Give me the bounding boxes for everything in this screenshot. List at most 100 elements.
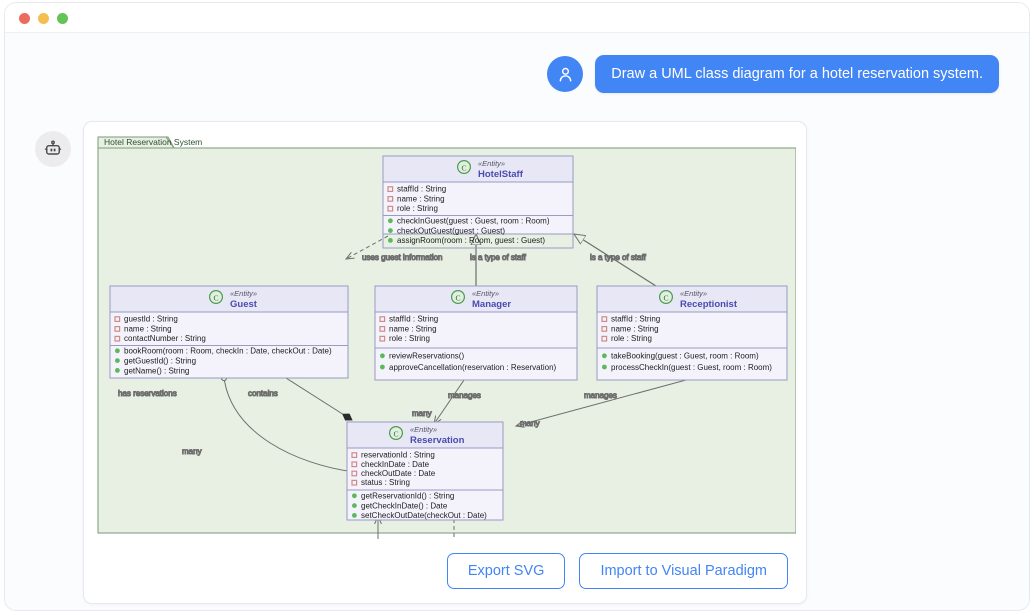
class-stereotype: «Entity» bbox=[230, 289, 257, 298]
attribute-marker-icon bbox=[351, 479, 358, 486]
assistant-message-row: Hotel Reservation System uses guest info… bbox=[35, 121, 807, 604]
attribute: name : String bbox=[124, 324, 172, 333]
attribute: guestId : String bbox=[124, 315, 178, 324]
frame-label: Hotel Reservation System bbox=[104, 137, 202, 147]
class-marker-icon bbox=[658, 290, 673, 305]
uml-class-diagram: Hotel Reservation System uses guest info… bbox=[97, 136, 796, 539]
class-marker-icon bbox=[451, 290, 466, 305]
attribute-marker-icon bbox=[601, 316, 608, 323]
edge-label-contains: contains bbox=[248, 389, 278, 398]
attribute: staffId : String bbox=[389, 315, 438, 324]
diagram-action-bar: Export SVG Import to Visual Paradigm bbox=[96, 553, 794, 589]
method: approveCancellation(reservation : Reserv… bbox=[389, 363, 557, 372]
class-box-guest[interactable]: C «Entity» Guest guestId : String name :… bbox=[109, 285, 349, 379]
edge-contains bbox=[285, 377, 352, 420]
window-close-button[interactable] bbox=[19, 13, 30, 24]
uml-diagram-canvas[interactable]: Hotel Reservation System uses guest info… bbox=[96, 134, 796, 539]
edge-receptionist-manages bbox=[516, 379, 687, 426]
method: setCheckOutDate(checkOut : Date) bbox=[361, 511, 487, 520]
method: processCheckIn(guest : Guest, room : Roo… bbox=[611, 363, 772, 372]
attribute-marker-icon bbox=[114, 326, 121, 332]
method-marker-icon bbox=[115, 358, 120, 363]
method: checkOutGuest(guest : Guest) bbox=[397, 226, 505, 235]
edge-label-receptionist-isa: is a type of staff bbox=[590, 253, 647, 262]
method: bookRoom(room : Room, checkIn : Date, ch… bbox=[124, 347, 332, 356]
class-box-manager[interactable]: C «Entity» Manager staffId : String name… bbox=[374, 285, 578, 381]
class-name-guest: Guest bbox=[230, 299, 258, 310]
mult-has-reservations: many bbox=[182, 447, 202, 456]
class-name-hotelstaff: HotelStaff bbox=[478, 169, 524, 180]
attribute: role : String bbox=[611, 334, 652, 343]
attribute: role : String bbox=[397, 204, 438, 213]
class-name-receptionist: Receptionist bbox=[680, 299, 738, 310]
method-marker-icon bbox=[115, 348, 120, 354]
mult-receptionist-many: many bbox=[520, 419, 540, 428]
class-marker-letter: C bbox=[461, 163, 466, 172]
method-marker-icon bbox=[380, 353, 385, 359]
attribute-marker-icon bbox=[387, 205, 394, 212]
method-marker-icon bbox=[388, 218, 393, 224]
class-name-reservation: Reservation bbox=[410, 435, 465, 446]
attribute: name : String bbox=[389, 324, 437, 333]
window-maximize-button[interactable] bbox=[57, 13, 68, 24]
class-marker-letter: C bbox=[393, 429, 398, 438]
user-message-bubble: Draw a UML class diagram for a hotel res… bbox=[595, 55, 999, 93]
method-marker-icon bbox=[388, 228, 393, 233]
class-marker-icon bbox=[389, 426, 404, 441]
class-box-reservation[interactable]: C «Entity» Reservation reservationId : S… bbox=[346, 421, 504, 521]
method: takeBooking(guest : Guest, room : Room) bbox=[611, 352, 759, 361]
class-marker-icon bbox=[457, 160, 472, 175]
method-marker-icon bbox=[602, 353, 607, 359]
method-marker-icon bbox=[352, 503, 357, 508]
method: getReservationId() : String bbox=[361, 492, 454, 501]
edge-label-receptionist-manages: manages bbox=[584, 391, 617, 400]
attribute-marker-icon bbox=[351, 470, 358, 477]
window-minimize-button[interactable] bbox=[38, 13, 49, 24]
class-marker-letter: C bbox=[663, 293, 668, 302]
class-stereotype: «Entity» bbox=[410, 425, 437, 434]
attribute: name : String bbox=[611, 324, 659, 333]
method-marker-icon bbox=[602, 364, 607, 370]
class-box-hotelstaff[interactable]: C «Entity» HotelStaff staffId : String n… bbox=[382, 155, 574, 249]
edge-has-reservations bbox=[220, 374, 355, 473]
attribute: reservationId : String bbox=[361, 451, 435, 460]
attribute-marker-icon bbox=[601, 335, 608, 342]
method-marker-icon bbox=[115, 368, 120, 373]
attribute-marker-icon bbox=[351, 452, 358, 458]
attribute: status : String bbox=[361, 478, 410, 487]
chat-area: Draw a UML class diagram for a hotel res… bbox=[5, 33, 1029, 610]
edge-label-manager-isa: is a type of staff bbox=[470, 253, 527, 262]
class-stereotype: «Entity» bbox=[680, 289, 707, 298]
import-visual-paradigm-button[interactable]: Import to Visual Paradigm bbox=[579, 553, 788, 589]
export-svg-button[interactable]: Export SVG bbox=[446, 553, 566, 589]
attribute: name : String bbox=[397, 194, 445, 203]
attribute-marker-icon bbox=[379, 335, 386, 342]
attribute: staffId : String bbox=[397, 185, 446, 194]
robot-icon bbox=[44, 140, 62, 155]
attribute: staffId : String bbox=[611, 315, 660, 324]
attribute-marker-icon bbox=[387, 186, 394, 192]
attribute: checkInDate : Date bbox=[361, 460, 430, 469]
person-icon bbox=[559, 67, 572, 82]
attribute-marker-icon bbox=[387, 195, 394, 202]
method: getCheckInDate() : Date bbox=[361, 501, 448, 510]
edge-label-uses-guest-information: uses guest information bbox=[362, 253, 443, 262]
method: checkInGuest(guest : Guest, room : Room) bbox=[397, 217, 550, 226]
attribute-marker-icon bbox=[601, 326, 608, 332]
attribute-marker-icon bbox=[379, 316, 386, 323]
attribute-marker-icon bbox=[379, 326, 386, 332]
diagram-answer-card: Hotel Reservation System uses guest info… bbox=[83, 121, 807, 604]
class-name-manager: Manager bbox=[472, 299, 511, 310]
method-marker-icon bbox=[380, 364, 385, 370]
attribute: contactNumber : String bbox=[124, 334, 206, 343]
method: reviewReservations() bbox=[389, 352, 464, 361]
class-box-receptionist[interactable]: C «Entity» Receptionist staffId : String… bbox=[596, 285, 788, 381]
user-message-row: Draw a UML class diagram for a hotel res… bbox=[547, 55, 999, 93]
method: getName() : String bbox=[124, 366, 189, 375]
class-stereotype: «Entity» bbox=[478, 159, 505, 168]
user-avatar bbox=[547, 56, 584, 92]
edge-manager-manages bbox=[434, 379, 465, 424]
method-marker-icon bbox=[352, 513, 357, 518]
class-marker-letter: C bbox=[213, 293, 218, 302]
attribute: checkOutDate : Date bbox=[361, 469, 436, 478]
